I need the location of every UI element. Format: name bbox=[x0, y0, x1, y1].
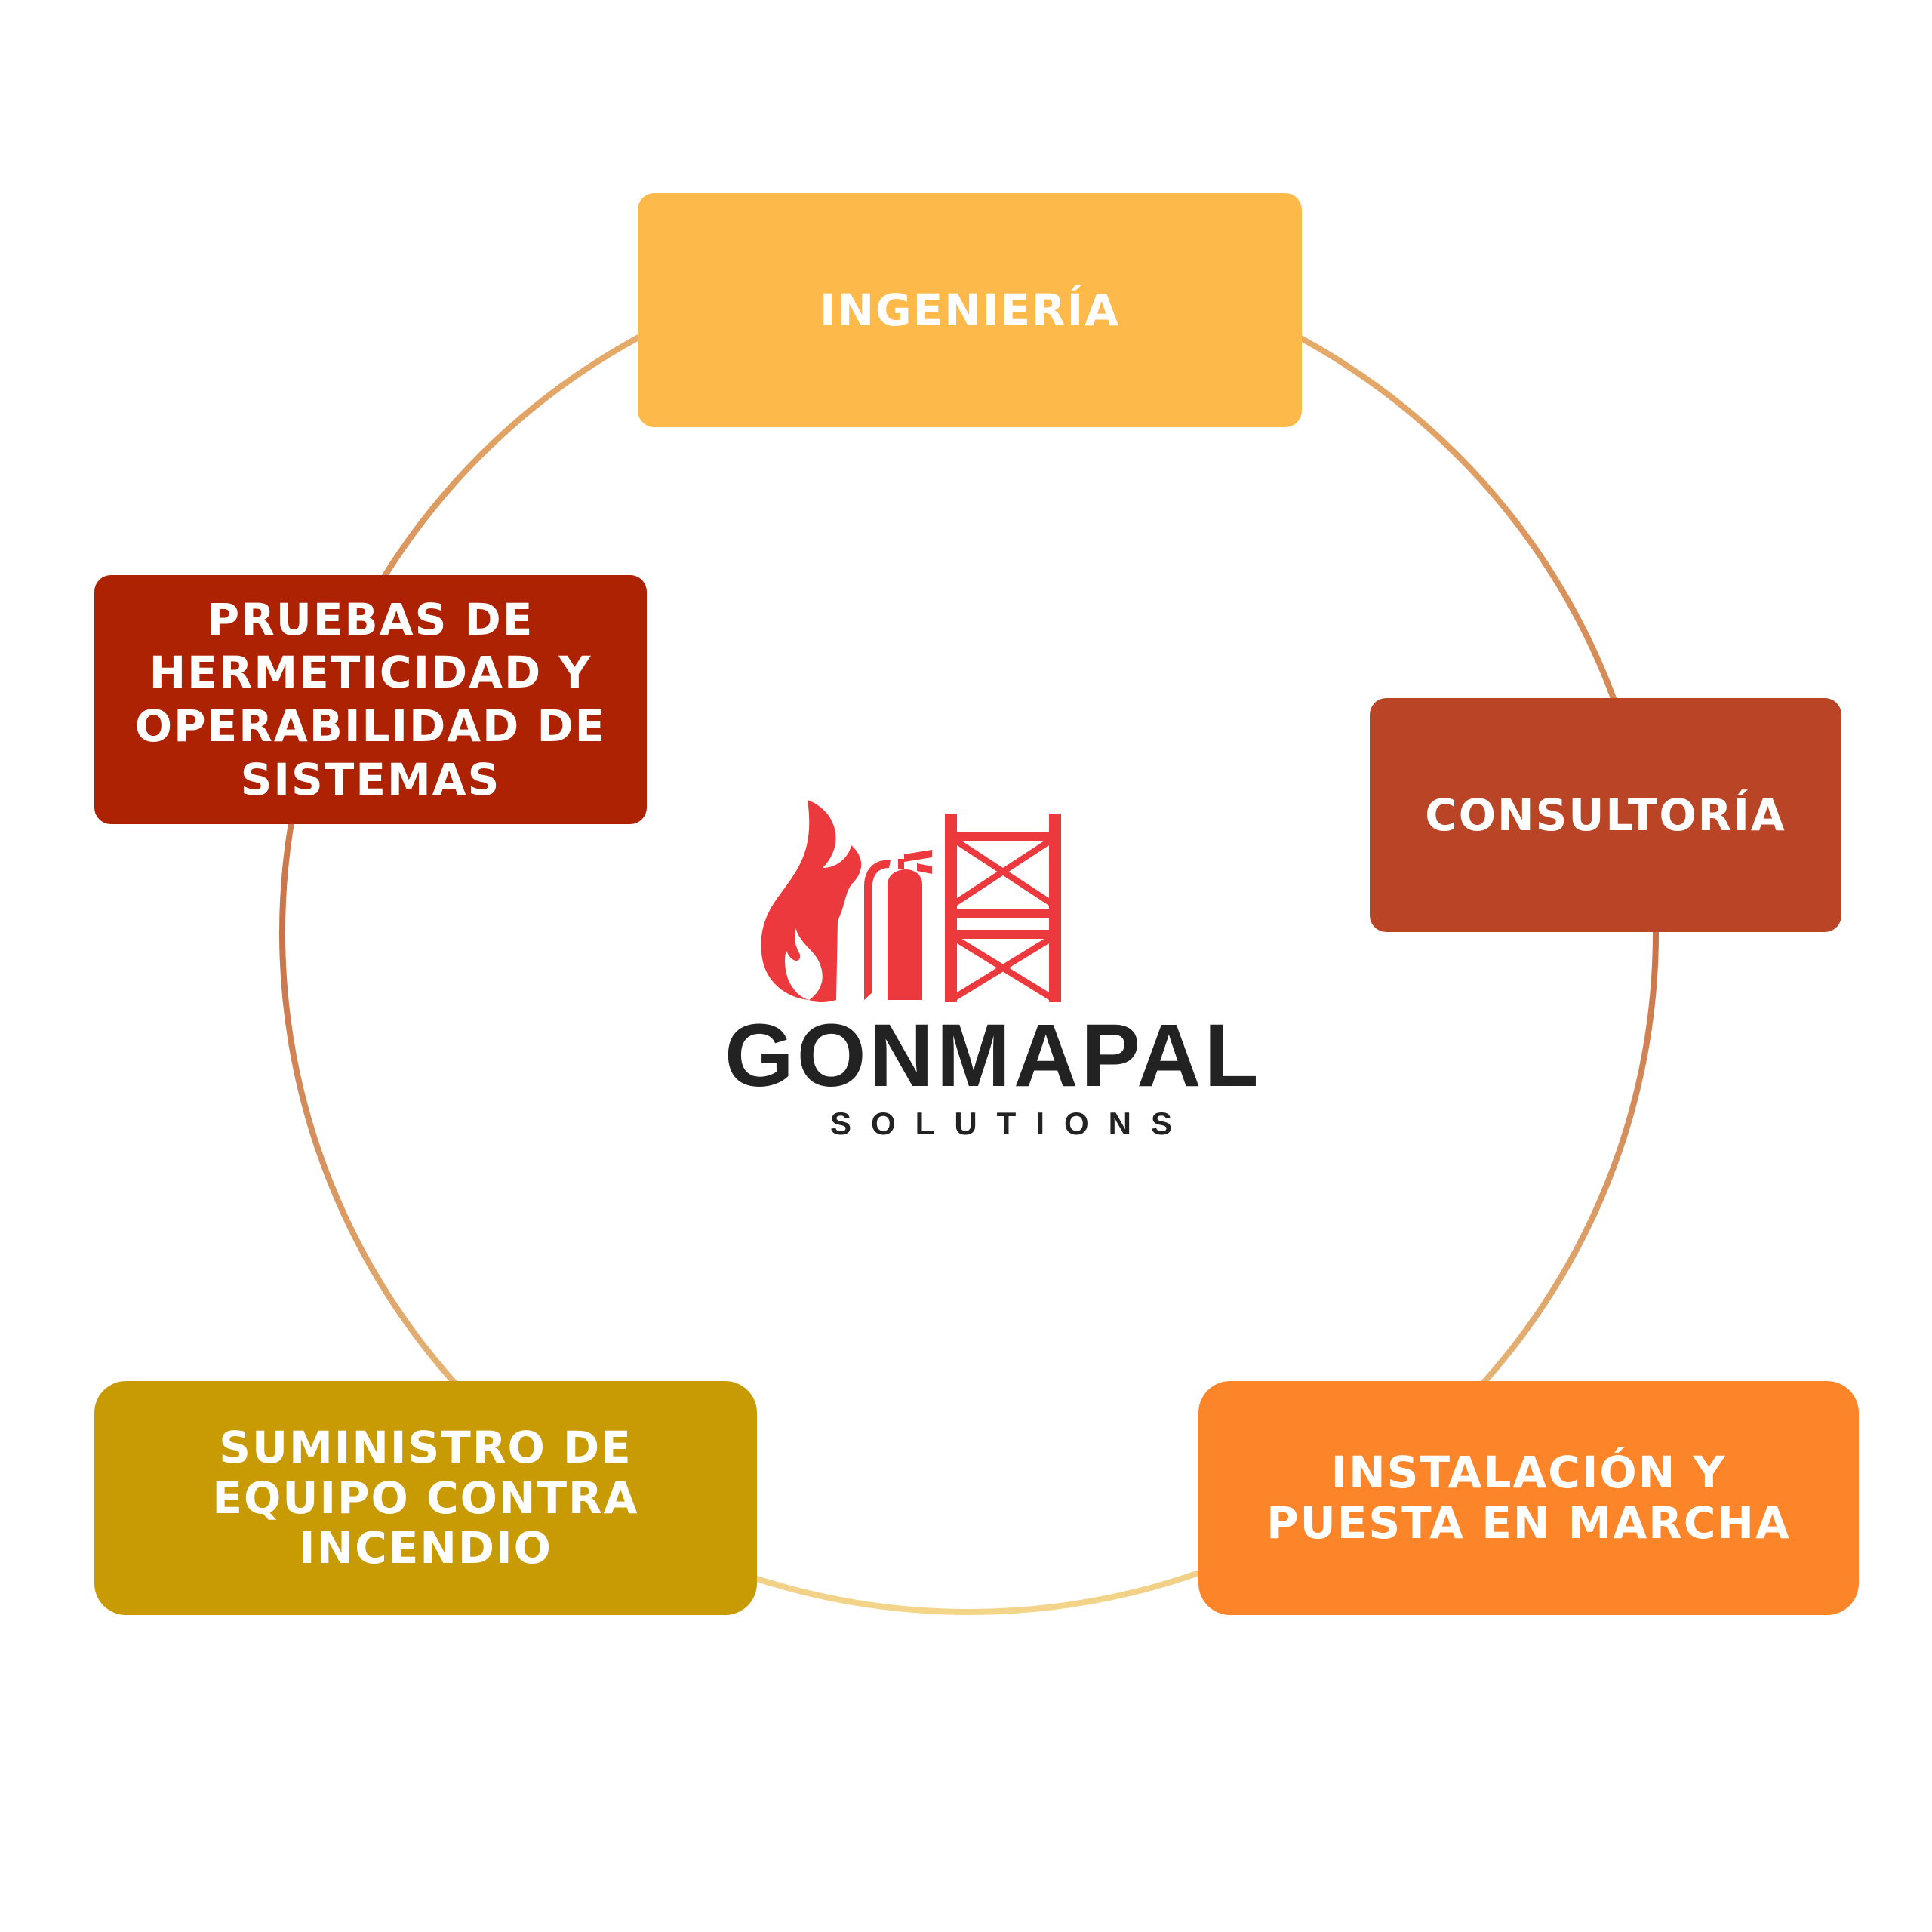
fire-extinguisher-scaffold-icon bbox=[761, 800, 1061, 1003]
logo-subtitle: SOLUTIONS bbox=[830, 1106, 1192, 1141]
logo-name: GONMAPAL bbox=[724, 1006, 1262, 1106]
node-consultoria: CONSULTORÍA bbox=[1370, 698, 1841, 932]
node-pruebas: PRUEBAS DE HERMETICIDAD Y OPERABILIDAD D… bbox=[94, 575, 647, 824]
node-instalacion-label: INSTALACIÓN Y PUESTA EN MARCHA bbox=[1266, 1447, 1791, 1549]
node-pruebas-label: PRUEBAS DE HERMETICIDAD Y OPERABILIDAD D… bbox=[134, 593, 607, 805]
node-ingenieria: INGENIERÍA bbox=[638, 193, 1302, 427]
company-logo: GONMAPAL SOLUTIONS bbox=[717, 792, 1262, 1155]
node-consultoria-label: CONSULTORÍA bbox=[1425, 789, 1786, 841]
node-suministro: SUMINISTRO DE EQUIPO CONTRA INCENDIO bbox=[94, 1381, 757, 1615]
node-suministro-label: SUMINISTRO DE EQUIPO CONTRA INCENDIO bbox=[212, 1421, 639, 1574]
node-instalacion: INSTALACIÓN Y PUESTA EN MARCHA bbox=[1198, 1381, 1859, 1615]
node-ingenieria-label: INGENIERÍA bbox=[819, 285, 1121, 336]
